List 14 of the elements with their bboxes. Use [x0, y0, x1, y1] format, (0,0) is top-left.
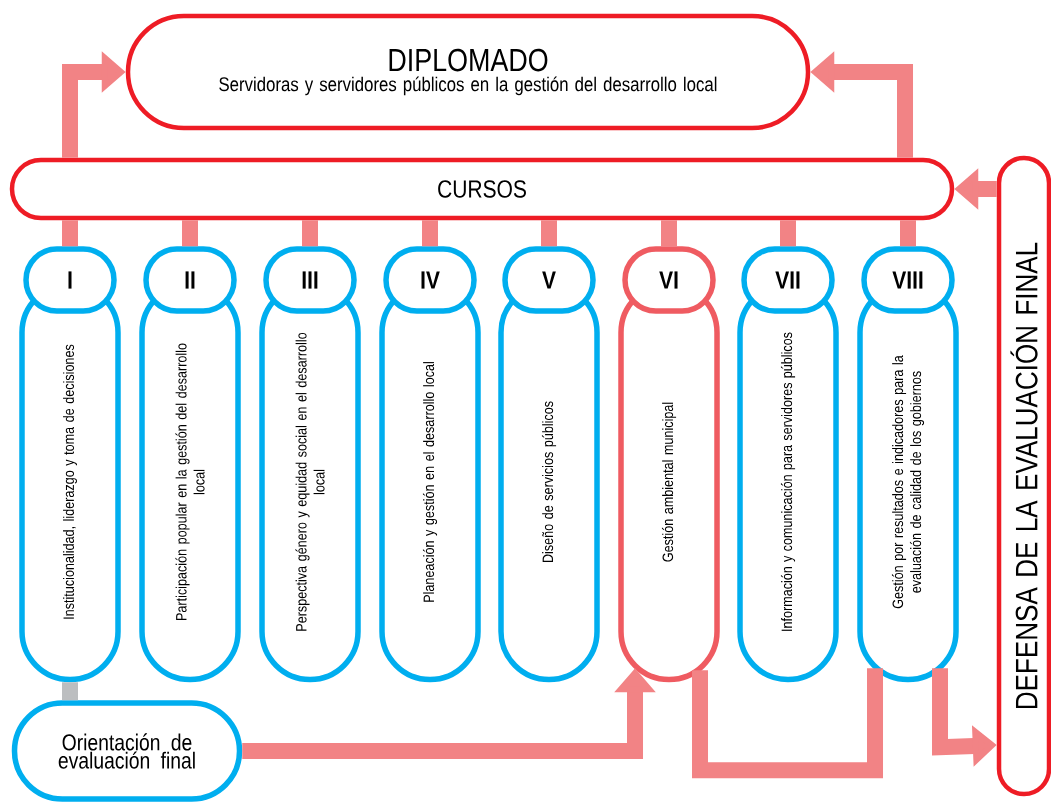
connector-line	[422, 220, 438, 247]
connector-line	[541, 220, 557, 247]
connector-line	[182, 220, 198, 247]
connector-line	[62, 220, 78, 247]
connector-line	[692, 668, 883, 779]
title-box: DIPLOMADO Servidoras y servidores públicos en la gestión del desarrollo local	[125, 13, 811, 131]
courses-bar: CURSOS	[9, 157, 955, 221]
connector-line	[780, 220, 796, 247]
connector-line	[900, 220, 916, 247]
connector-line	[661, 220, 677, 247]
side-box: DEFENSA DE LA EVALUACIÓN FINAL	[996, 155, 1051, 797]
rounded-box: Orientación de evaluación final	[11, 700, 243, 802]
connector-line	[62, 682, 78, 701]
connector-line	[302, 220, 318, 247]
